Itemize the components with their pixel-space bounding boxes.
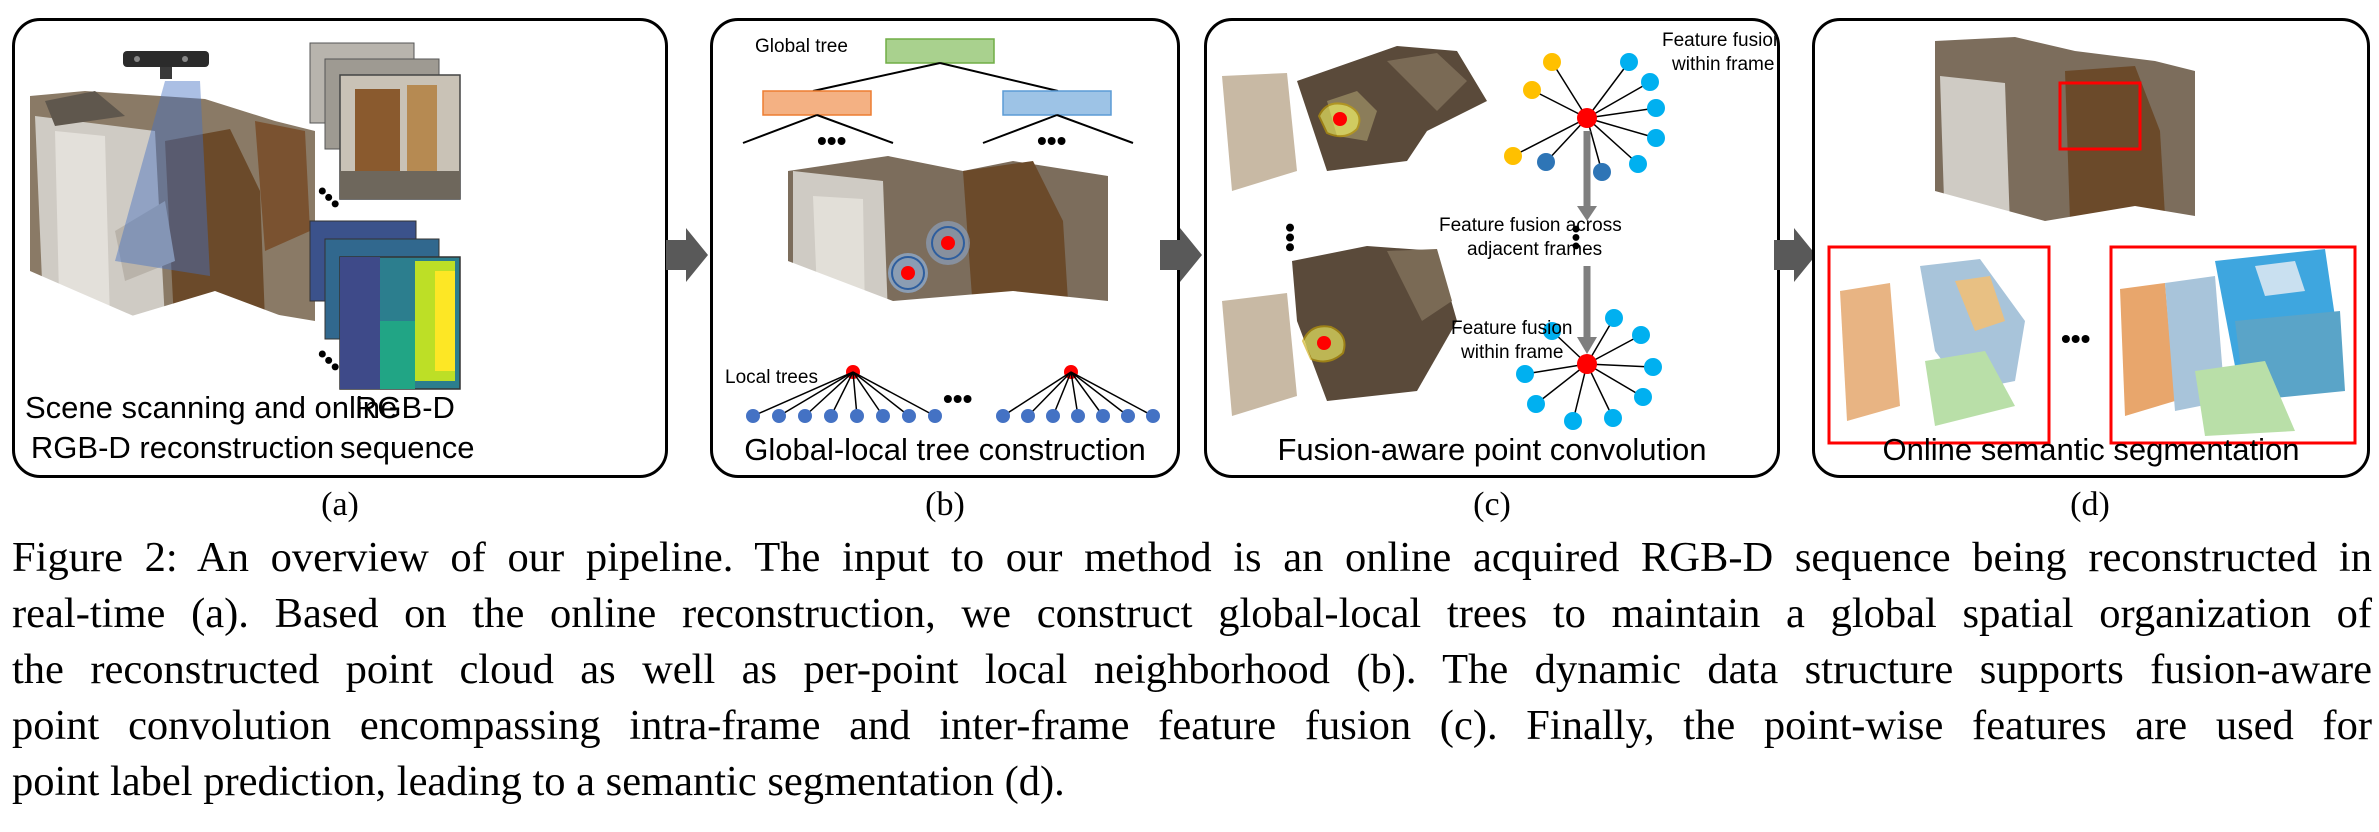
fusion-graph-bottom [1516,309,1662,430]
panel-c-illustration [1222,46,1665,430]
panel-a-caption-line1: Scene scanning and online [25,390,398,425]
local-tree-left [746,365,942,423]
figure-caption-line2: real-time (a). Based on the online recon… [12,590,2372,637]
panel-letter-c: (c) [1473,486,1511,523]
fusion-graph-top [1504,53,1665,181]
panel-b-tree-construction: Global tree Local trees ••• ••• ••• Glob… [710,18,1180,478]
local-trees-label: Local trees [725,367,818,388]
sensor-frustum [115,81,210,276]
panel-a-scene-scanning: ••• ••• Scene scanning and online RGB-D … [12,18,668,478]
panel-a-side-caption-line1: RGB-D [355,390,455,425]
panel-a-illustration [30,42,461,390]
query-point-bottom [1317,336,1331,350]
panel-d-illustration [1827,37,2357,445]
panel-b-illustration [742,38,1160,423]
figure-caption-line3: the reconstructed point cloud as well as… [12,646,2372,693]
global-tree-label: Global tree [755,36,848,57]
fusion-within-top-line2: within frame [1672,54,1775,75]
panel-c-caption: Fusion-aware point convolution [1277,432,1707,467]
figure-caption: Figure 2: An overview of our pipeline. T… [12,530,2372,810]
frame-stack-ellipsis: ••• [1275,222,1307,253]
segmentation-result-partial [1840,259,2025,426]
rgb-frame-stack [309,42,461,200]
figure-caption-line4: point convolution encompassing intra-fra… [12,702,2372,749]
segmentation-ellipsis: ••• [2061,323,2091,354]
figure-caption-line1: Figure 2: An overview of our pipeline. T… [12,534,2372,581]
global-tree-right-node [1002,90,1112,116]
query-point-1 [901,266,915,280]
panel-c-fusion-convolution: ••• ••• Feature fusion within frame Feat… [1204,18,1780,478]
depth-camera-icon [123,51,209,79]
local-tree-right [996,365,1160,423]
panel-letter-a: (a) [321,486,359,523]
segmentation-result-full [2120,249,2345,436]
point-cloud-frame-bottom [1222,246,1457,416]
pipeline-arrow-2 [1160,228,1204,287]
depth-frame-stack [309,220,461,390]
fusion-within-bottom-line2: within frame [1461,342,1564,363]
panel-d-semantic-segmentation: ••• Online semantic segmentation [1812,18,2370,478]
pipeline-arrow-3 [1774,228,1818,287]
local-trees-ellipsis: ••• [943,383,973,414]
fusion-within-bottom-line1: Feature fusion [1451,318,1573,339]
fusion-within-top-line1: Feature fusion [1662,30,1780,51]
highlight-box-scene [2058,81,2142,151]
point-cloud-frame-top [1222,46,1487,191]
pipeline-arrow-1 [666,228,710,287]
query-point-top [1333,112,1347,126]
panel-a-side-caption-line2: sequence [340,430,475,465]
global-tree-left-node [762,90,872,116]
reconstruction-scene-image [30,91,315,381]
global-tree-right-ellipsis: ••• [1037,125,1067,156]
panel-a-caption-line2: RGB-D reconstruction [30,430,335,465]
global-tree-left-ellipsis: ••• [817,125,847,156]
query-point-2 [941,236,955,250]
panel-letter-d: (d) [2070,486,2110,523]
global-tree-root-node [885,38,995,64]
fusion-across-line2: adjacent frames [1467,239,1603,260]
fusion-across-line1: Feature fusion across [1439,215,1622,236]
segmented-scene-image [1935,37,2195,231]
panel-b-caption: Global-local tree construction [744,432,1146,467]
panel-letter-b: (b) [925,486,965,523]
panel-d-caption: Online semantic segmentation [1882,432,2300,467]
figure-caption-line5: point label prediction, leading to a sem… [12,758,1065,805]
